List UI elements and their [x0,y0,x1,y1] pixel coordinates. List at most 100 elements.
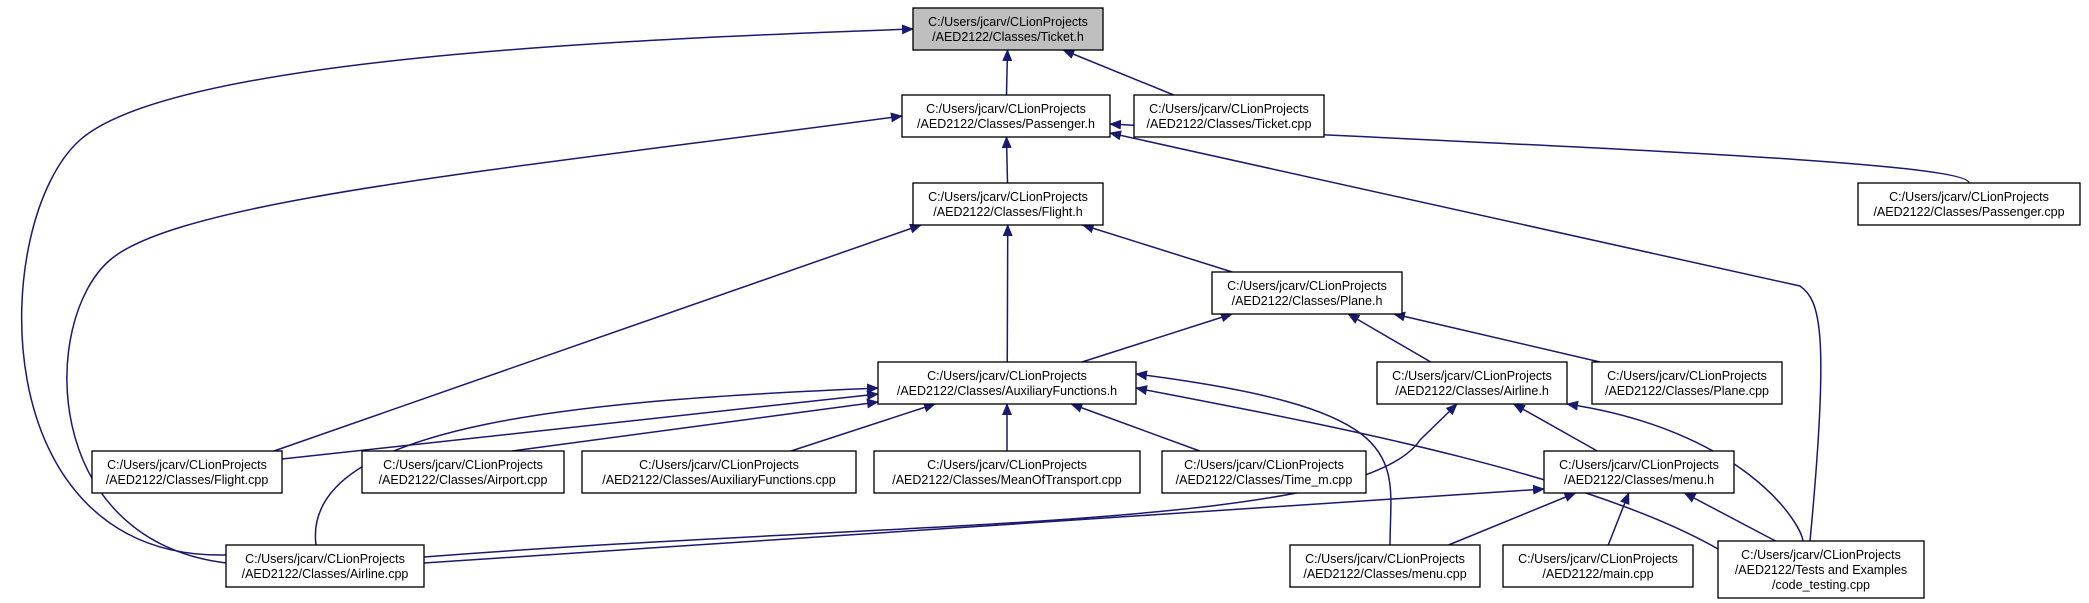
node-box [1289,544,1481,588]
node-label-line: /AED2122/Classes/Plane.h [1232,294,1383,308]
edge-code-testing-cpp-to-airline-h [1566,400,1804,542]
node-box [912,182,1104,226]
node-label-line: /AED2122/Classes/menu.h [1564,473,1714,487]
edge-airline-h-to-plane-h [1347,313,1432,363]
node-label-line: C:/Users/jcarv/CLionProjects [1889,190,2049,204]
node-flight-h[interactable]: C:/Users/jcarv/CLionProjects/AED2122/Cla… [912,182,1104,226]
node-box [1717,540,1925,599]
edge-auxiliary-functions-cpp-to-auxiliary-functions-h [790,402,936,452]
edge-time-m-cpp-to-auxiliary-functions-h [1070,403,1201,452]
node-airline-h[interactable]: C:/Users/jcarv/CLionProjects/AED2122/Cla… [1376,361,1568,405]
node-label-line: C:/Users/jcarv/CLionProjects [1392,369,1552,383]
edge-menu-cpp-to-menu-h [1448,492,1577,546]
node-box [1133,94,1325,138]
node-label-line: /AED2122/Classes/Flight.cpp [106,473,269,487]
node-passenger-h[interactable]: C:/Users/jcarv/CLionProjects/AED2122/Cla… [901,94,1111,138]
node-box [1376,361,1568,405]
node-box [1502,544,1694,588]
node-box [91,450,283,494]
edge-airline-cpp-to-auxiliary-functions-h [314,383,879,546]
node-box [1211,271,1403,315]
node-box [1161,450,1367,494]
node-box [873,450,1141,494]
edge-code-testing-cpp-to-auxiliary-functions-h [1135,385,1719,550]
node-label-line: C:/Users/jcarv/CLionProjects [639,458,799,472]
edge-menu-h-to-airline-h [1512,403,1598,452]
node-label-line: /AED2122/Tests and Examples [1735,563,1907,577]
edge-airline-cpp-to-menu-h [423,484,1545,564]
node-label-line: C:/Users/jcarv/CLionProjects [926,102,1086,116]
edge-code-testing-cpp-to-menu-h [1683,492,1776,542]
node-label-line: /code_testing.cpp [1772,578,1870,592]
node-label-line: /AED2122/Classes/MeanOfTransport.cpp [892,473,1122,487]
node-code-testing-cpp[interactable]: C:/Users/jcarv/CLionProjects/AED2122/Tes… [1717,540,1925,599]
edge-airline-cpp-to-airline-h [423,403,1458,558]
node-label-line: /AED2122/Classes/Time_m.cpp [1176,473,1353,487]
node-label-line: C:/Users/jcarv/CLionProjects [1518,552,1678,566]
node-mean-of-transport-cpp[interactable]: C:/Users/jcarv/CLionProjects/AED2122/Cla… [873,450,1141,494]
node-auxiliary-functions-cpp[interactable]: C:/Users/jcarv/CLionProjects/AED2122/Cla… [581,450,857,494]
node-label-line: /AED2122/Classes/Airport.cpp [379,473,548,487]
node-plane-cpp[interactable]: C:/Users/jcarv/CLionProjects/AED2122/Cla… [1591,361,1783,405]
node-label-line: C:/Users/jcarv/CLionProjects [1607,369,1767,383]
node-layer: C:/Users/jcarv/CLionProjects/AED2122/Cla… [91,7,2081,599]
node-label-line: /AED2122/main.cpp [1542,567,1653,581]
node-label-line: C:/Users/jcarv/CLionProjects [1741,548,1901,562]
edge-menu-cpp-to-auxiliary-functions-h [1135,370,1392,546]
node-label-line: /AED2122/Classes/Airline.cpp [242,567,409,581]
edge-passenger-h-to-ticket-h [1002,49,1013,96]
node-label-line: /AED2122/Classes/AuxiliaryFunctions.h [897,384,1117,398]
node-menu-cpp[interactable]: C:/Users/jcarv/CLionProjects/AED2122/Cla… [1289,544,1481,588]
node-label-line: /AED2122/Classes/Ticket.cpp [1147,117,1312,131]
node-flight-cpp[interactable]: C:/Users/jcarv/CLionProjects/AED2122/Cla… [91,450,283,494]
node-box [1543,450,1735,494]
node-label-line: C:/Users/jcarv/CLionProjects [927,458,1087,472]
node-label-line: /AED2122/Classes/Ticket.h [932,30,1084,44]
node-box [361,450,565,494]
node-box [901,94,1111,138]
edge-airline-cpp-to-passenger-h [66,112,903,564]
node-box [1857,182,2081,226]
node-ticket-h: C:/Users/jcarv/CLionProjects/AED2122/Cla… [912,7,1104,51]
node-auxiliary-functions-h[interactable]: C:/Users/jcarv/CLionProjects/AED2122/Cla… [877,361,1137,405]
node-label-line: /AED2122/Classes/Passenger.cpp [1873,205,2064,219]
edge-ticket-cpp-to-ticket-h [1062,49,1175,96]
node-label-line: C:/Users/jcarv/CLionProjects [1184,458,1344,472]
node-ticket-cpp[interactable]: C:/Users/jcarv/CLionProjects/AED2122/Cla… [1133,94,1325,138]
node-label-line: C:/Users/jcarv/CLionProjects [383,458,543,472]
node-airline-cpp[interactable]: C:/Users/jcarv/CLionProjects/AED2122/Cla… [225,544,425,588]
node-box [581,450,857,494]
node-label-line: C:/Users/jcarv/CLionProjects [927,369,1087,383]
node-airport-cpp[interactable]: C:/Users/jcarv/CLionProjects/AED2122/Cla… [361,450,565,494]
node-main-cpp[interactable]: C:/Users/jcarv/CLionProjects/AED2122/mai… [1502,544,1694,588]
edge-plane-h-to-flight-h [1081,223,1233,273]
edge-code-testing-cpp-to-passenger-h [1109,130,1822,542]
edge-airport-cpp-to-auxiliary-functions-h [511,398,879,452]
node-box [1591,361,1783,405]
node-label-line: C:/Users/jcarv/CLionProjects [928,190,1088,204]
node-box [877,361,1137,405]
node-time-m-cpp[interactable]: C:/Users/jcarv/CLionProjects/AED2122/Cla… [1161,450,1367,494]
node-label-line: C:/Users/jcarv/CLionProjects [245,552,405,566]
edge-flight-h-to-passenger-h [1001,136,1012,184]
node-label-line: C:/Users/jcarv/CLionProjects [1305,552,1465,566]
node-plane-h[interactable]: C:/Users/jcarv/CLionProjects/AED2122/Cla… [1211,271,1403,315]
node-box [912,7,1104,51]
edge-plane-cpp-to-plane-h [1393,311,1601,363]
edge-flight-cpp-to-flight-h [273,223,922,452]
edge-auxiliary-functions-h-to-plane-h [1081,312,1233,363]
node-box [225,544,425,588]
node-menu-h[interactable]: C:/Users/jcarv/CLionProjects/AED2122/Cla… [1543,450,1735,494]
node-label-line: /AED2122/Classes/menu.cpp [1303,567,1466,581]
node-label-line: C:/Users/jcarv/CLionProjects [1227,279,1387,293]
node-label-line: /AED2122/Classes/Flight.h [933,205,1082,219]
node-label-line: /AED2122/Classes/AuxiliaryFunctions.cpp [602,473,835,487]
edge-main-cpp-to-menu-h [1607,492,1630,546]
node-label-line: C:/Users/jcarv/CLionProjects [1149,102,1309,116]
node-label-line: C:/Users/jcarv/CLionProjects [107,458,267,472]
node-label-line: /AED2122/Classes/Airline.h [1395,384,1549,398]
node-label-line: /AED2122/Classes/Passenger.h [917,117,1095,131]
edge-airline-cpp-to-ticket-h [20,24,914,556]
node-passenger-cpp[interactable]: C:/Users/jcarv/CLionProjects/AED2122/Cla… [1857,182,2081,226]
